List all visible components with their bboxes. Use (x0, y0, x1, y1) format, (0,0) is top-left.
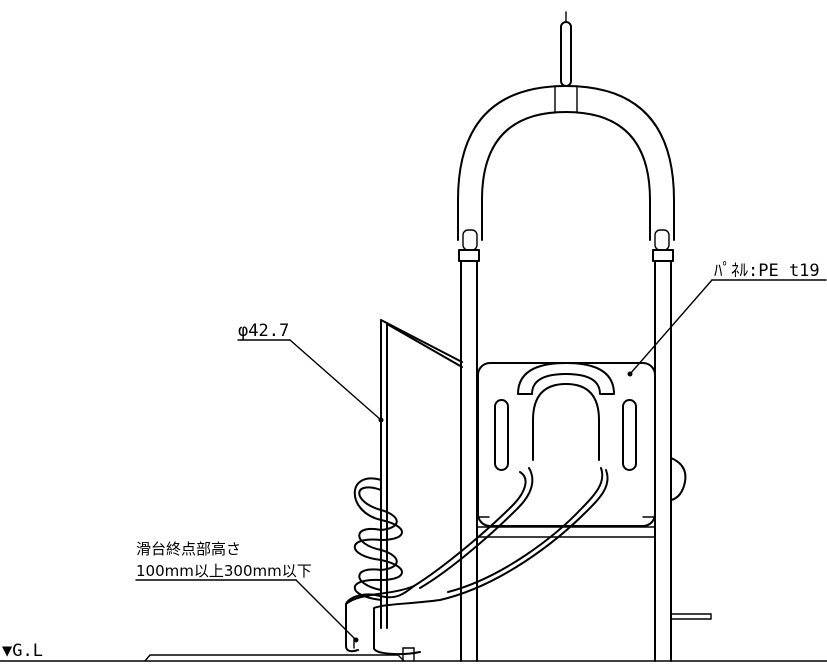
arch (457, 85, 675, 251)
slide (345, 467, 609, 656)
top-pole (560, 11, 572, 87)
left-frame (380, 319, 463, 629)
slide-end-height-value: 100mm以上300mm以下 (136, 562, 312, 580)
spiral-climber (353, 477, 403, 601)
side-step (670, 613, 712, 620)
panel (477, 362, 656, 527)
side-knob (670, 457, 687, 501)
slide-end-height-title: 滑台終点部高さ (136, 540, 241, 558)
pipe-diameter-label: φ42.7 (238, 321, 289, 341)
main-posts (458, 249, 674, 662)
leader-lines (135, 279, 827, 643)
ground-level-label: ▼G.L (2, 641, 43, 661)
panel-material-label: ﾊﾟﾈﾙ:PE t19 (714, 261, 820, 281)
ground-line (0, 647, 827, 662)
